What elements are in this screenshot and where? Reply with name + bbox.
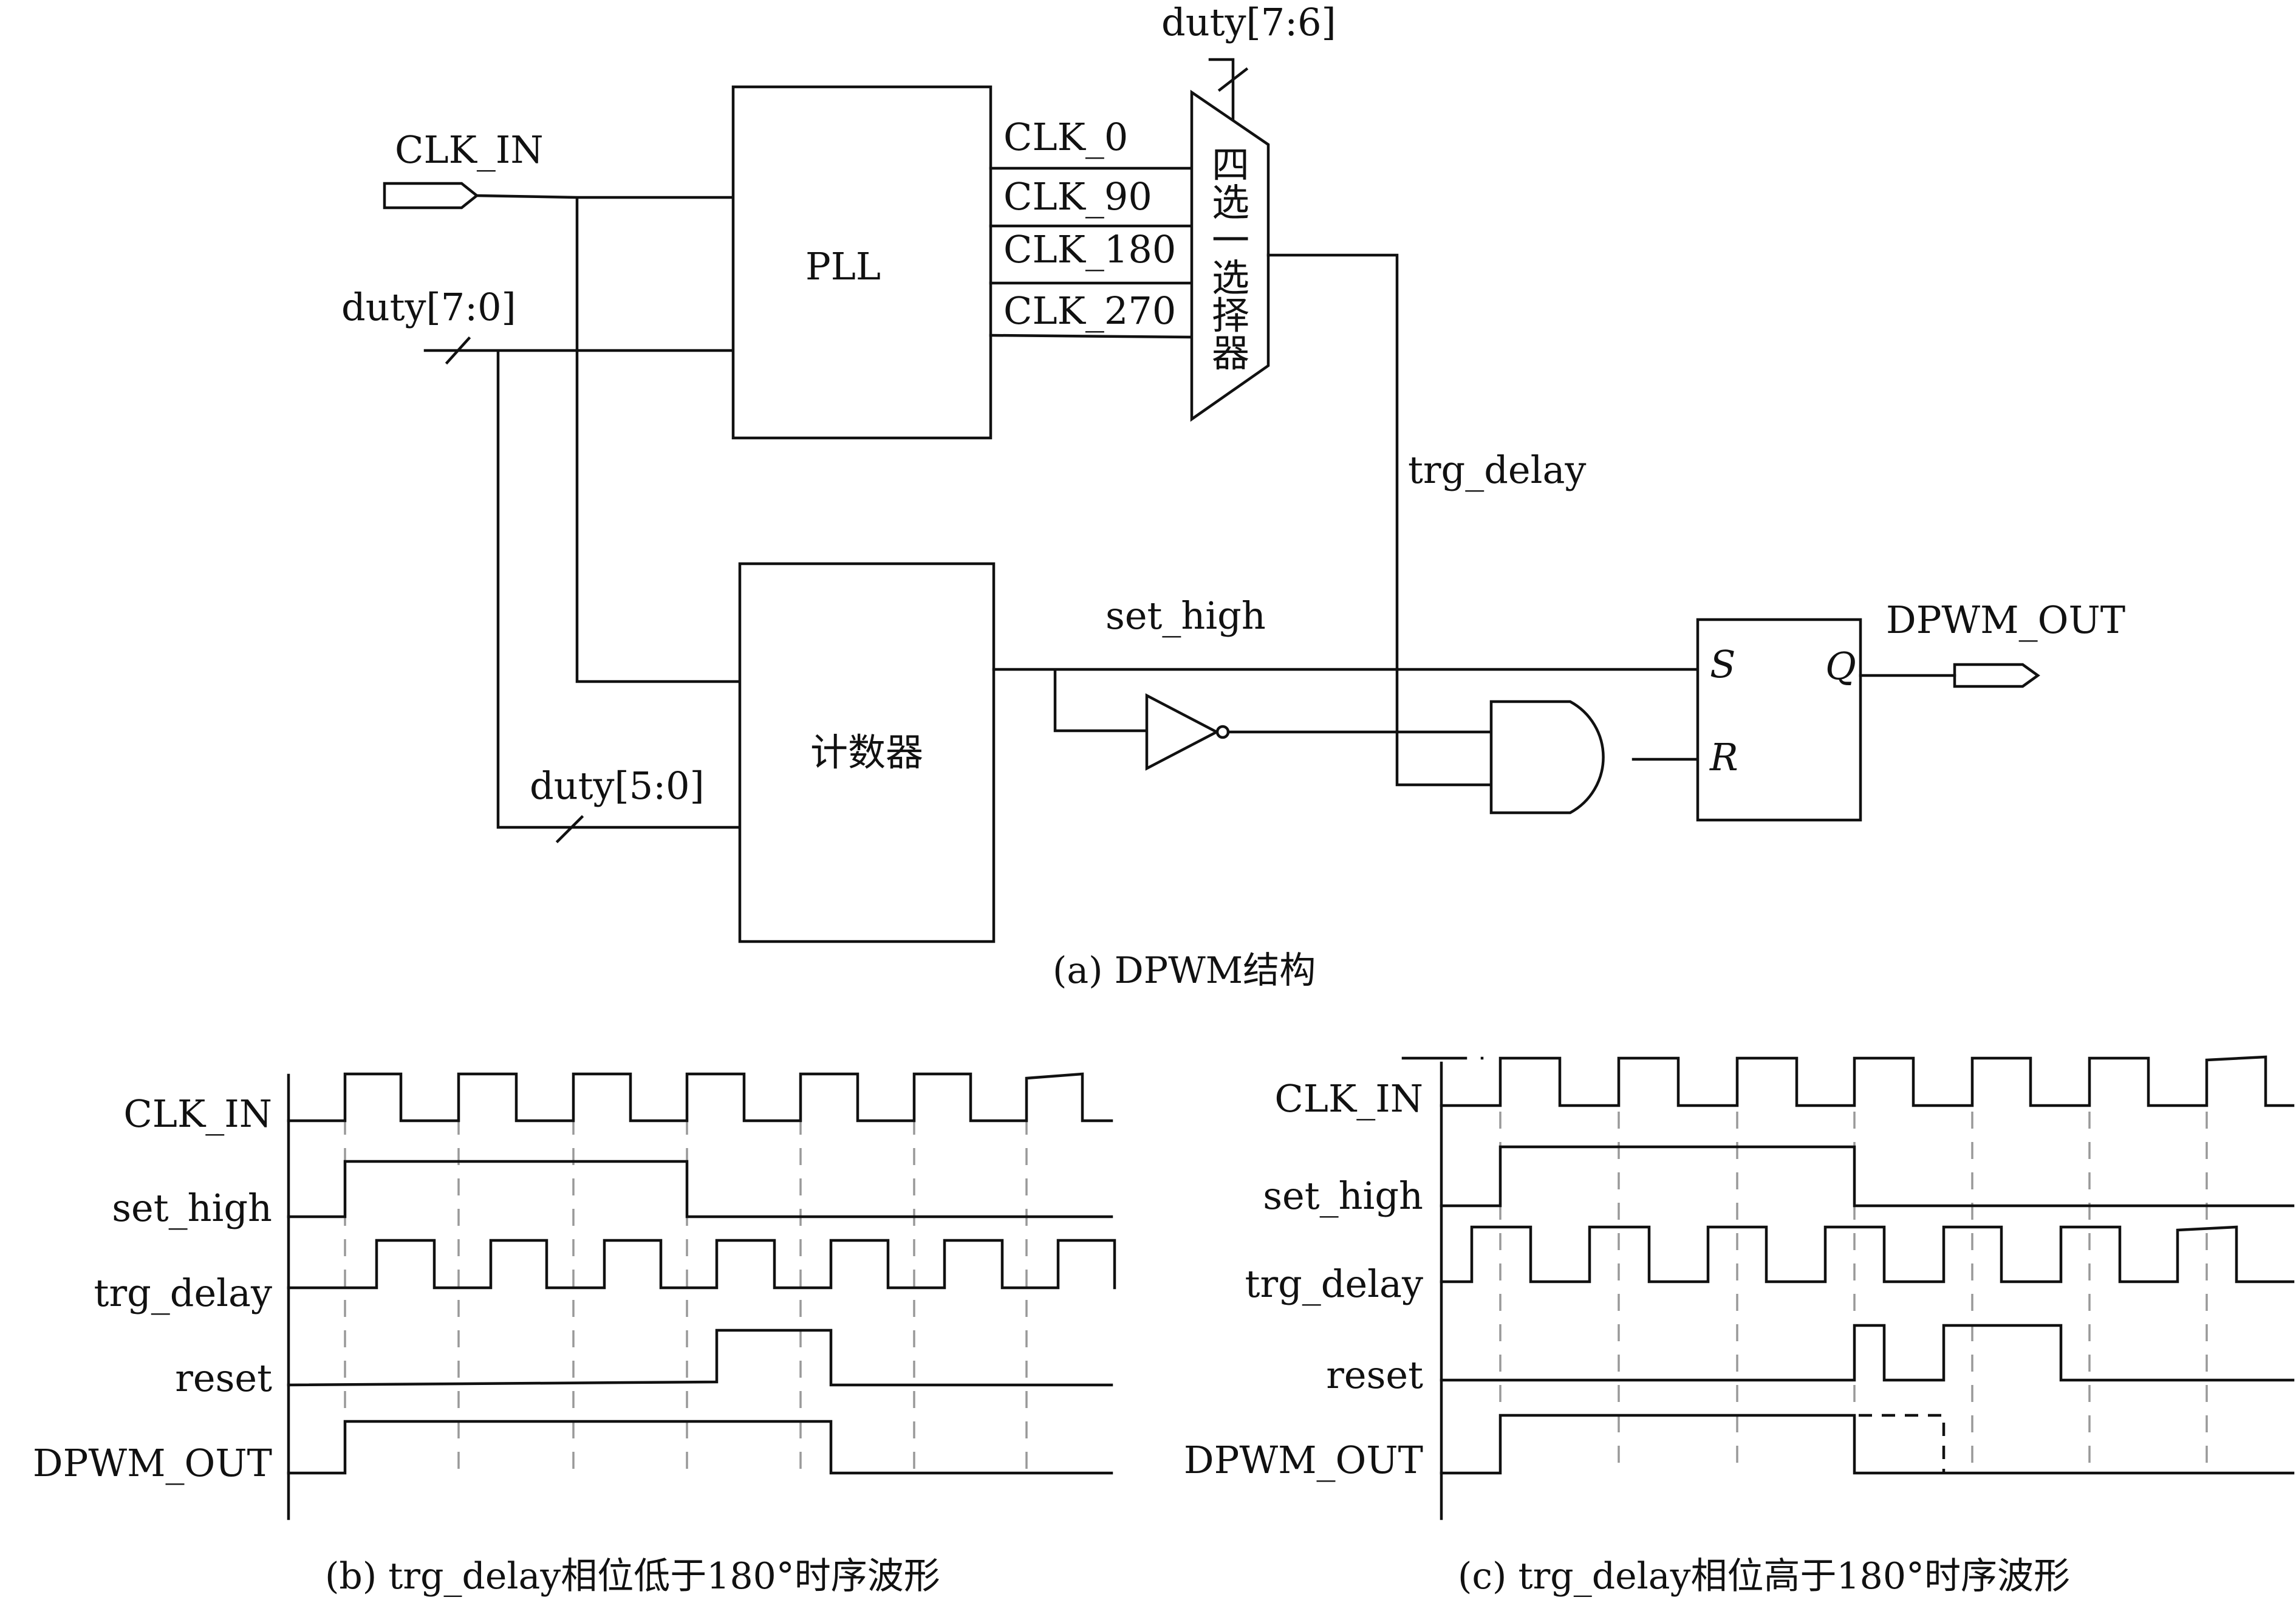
- panel-b-wave-dpwm-out: [287, 1420, 1113, 1475]
- panel-a-caption: (a) DPWM结构: [1053, 949, 1316, 992]
- inverter-gate: [1145, 693, 1220, 771]
- panel-c-wave-reset: [1440, 1324, 2295, 1382]
- counter-block: [738, 562, 996, 943]
- panel-b-signal-trg-delay: trg_delay: [94, 1271, 272, 1315]
- flipflop-r: R: [1709, 735, 1738, 779]
- panel-b-wave-trg-delay: [287, 1239, 1116, 1290]
- inverter-bubble: [1215, 725, 1230, 739]
- duty-hi-bus: [1208, 58, 1235, 121]
- sr-flipflop: [1696, 618, 1862, 822]
- duty-all-bus: [423, 349, 742, 829]
- duty-lo-slash: [555, 815, 584, 844]
- panel-c-signal-dpwm-out: DPWM_OUT: [1184, 1438, 1423, 1482]
- panel-c-wave-trg-delay: [1440, 1225, 2295, 1284]
- panel-b-timing: CLK_IN set_high trg_delay reset DPWM_OUT…: [33, 1072, 1116, 1598]
- set-high-wire: [992, 668, 1700, 733]
- panel-a-schematic: CLK_IN duty[7:0] duty[5:0] PLL CLK_0 CLK…: [341, 0, 2125, 992]
- flipflop-s: S: [1710, 642, 1735, 686]
- panel-c-wave-dpwm-out: [1440, 1414, 2295, 1475]
- mux-char-5: 择: [1212, 293, 1249, 338]
- duty-hi-slash: [1217, 67, 1249, 92]
- mux-char-4: 选: [1212, 256, 1249, 300]
- set-high-label: set_high: [1105, 593, 1266, 638]
- dpwm-out-label: DPWM_OUT: [1886, 598, 2125, 642]
- panel-b-wave-set-high: [287, 1160, 1113, 1219]
- counter-label: 计数器: [810, 730, 923, 774]
- duty-lo-label: duty[5:0]: [530, 764, 705, 808]
- mux-label: 四 选 一 选 择 器: [1212, 143, 1249, 375]
- pll-block: [731, 85, 993, 440]
- trg-delay-label: trg_delay: [1408, 448, 1586, 492]
- panel-b-signal-clk-in: CLK_IN: [123, 1092, 272, 1136]
- dpwm-out-port: [1953, 663, 2040, 688]
- clk-in-label: CLK_IN: [395, 128, 544, 172]
- mux-char-2: 选: [1212, 180, 1249, 225]
- panel-b-wave-clk-in: [287, 1072, 1113, 1123]
- clk-in-port: [383, 182, 479, 210]
- mux-char-1: 四: [1212, 143, 1249, 187]
- panel-b-signal-reset: reset: [175, 1356, 272, 1400]
- pll-output-clk180: CLK_180: [1003, 227, 1176, 272]
- duty-all-label: duty[7:0]: [341, 285, 516, 329]
- duty-hi-label: duty[7:6]: [1161, 0, 1336, 44]
- pll-output-clk0: CLK_0: [1003, 115, 1128, 159]
- pll-output-clk90: CLK_90: [1003, 174, 1152, 219]
- panel-c-timing: CLK_IN set_high trg_delay reset DPWM_OUT…: [1184, 1055, 2295, 1598]
- mux-char-3: 一: [1212, 218, 1249, 262]
- panel-c-signal-reset: reset: [1326, 1353, 1423, 1397]
- mux-block: [1190, 89, 1270, 422]
- panel-c-wave-clk-in: [1401, 1055, 2295, 1107]
- panel-c-wave-dpwm-out-dashed: [1859, 1414, 1946, 1473]
- trg-delay-wire: [1266, 253, 1493, 787]
- panel-c-caption: (c) trg_delay相位高于180°时序波形: [1458, 1555, 2070, 1597]
- panel-c-signal-clk-in: CLK_IN: [1274, 1076, 1423, 1121]
- panel-c-wave-set-high: [1440, 1145, 2295, 1208]
- flipflop-q: Q: [1825, 644, 1856, 688]
- pll-output-clk270: CLK_270: [1003, 289, 1176, 333]
- panel-b-signal-dpwm-out: DPWM_OUT: [33, 1441, 272, 1485]
- panel-b-caption: (b) trg_delay相位低于180°时序波形: [325, 1555, 940, 1597]
- and-gate: [1489, 700, 1605, 815]
- pll-label: PLL: [805, 244, 881, 289]
- clk-in-wire: [475, 194, 742, 683]
- panel-b-signal-set-high: set_high: [112, 1186, 272, 1230]
- mux-char-6: 器: [1212, 331, 1249, 375]
- panel-c-signal-set-high: set_high: [1263, 1174, 1423, 1218]
- panel-c-signal-trg-delay: trg_delay: [1245, 1262, 1423, 1306]
- pll-output-wires: [989, 166, 1194, 339]
- panel-b-wave-reset: [287, 1328, 1113, 1387]
- duty-all-slash: [445, 336, 471, 365]
